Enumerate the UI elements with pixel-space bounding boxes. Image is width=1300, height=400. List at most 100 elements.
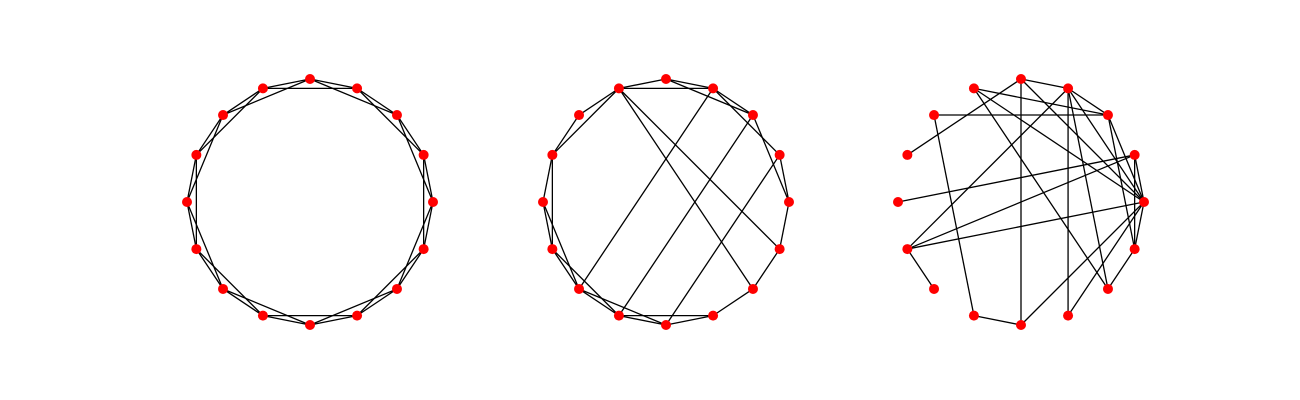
graph-edge (551, 114, 580, 156)
graph-edge (712, 288, 754, 317)
graph-edge (578, 87, 620, 116)
graph-edge (933, 114, 975, 316)
graph-node (661, 74, 671, 84)
graph-edge (186, 201, 224, 290)
graph-edge (309, 78, 358, 89)
graph-panel-3 (893, 74, 1149, 330)
graph-node (968, 83, 979, 94)
graph-node (929, 283, 940, 294)
graph-edge (262, 315, 311, 326)
graph-edge (578, 288, 620, 317)
graph-edge (1134, 154, 1145, 203)
graph-edge (222, 288, 264, 317)
graph-edge (665, 78, 754, 116)
graph-node (929, 110, 940, 121)
graph-node (1063, 83, 1074, 94)
node-group (538, 74, 794, 330)
graph-node (784, 197, 794, 207)
graph-edge (1107, 114, 1136, 250)
graph-edge (712, 87, 781, 156)
graph-edge (396, 201, 434, 290)
graph-edge (542, 201, 580, 290)
graph-edge (396, 114, 425, 156)
edge-group (186, 78, 434, 326)
graph-edge (262, 78, 311, 89)
graph-node (1129, 244, 1140, 255)
graph-edge (542, 201, 553, 250)
graph-node (1102, 110, 1113, 121)
graph-edge (665, 315, 714, 326)
graph-edge (356, 87, 398, 116)
graph-edge (665, 154, 781, 326)
graph-edge (712, 87, 754, 116)
graph-edge (195, 87, 264, 156)
graph-node (902, 149, 913, 160)
graph-edge (356, 248, 425, 317)
graph-edge (186, 114, 224, 203)
graph-node (1063, 310, 1074, 321)
graph-node (352, 310, 363, 321)
graph-edge (222, 87, 264, 116)
graph-node (547, 244, 558, 255)
graph-edge (618, 114, 754, 317)
graph-node (574, 110, 585, 121)
graph-edge (551, 248, 580, 290)
graph-node (774, 244, 785, 255)
graph-node (1139, 197, 1149, 207)
graph-node (1016, 74, 1026, 84)
graph-edge (897, 154, 1135, 203)
graph-edge (356, 288, 398, 317)
graph-node (257, 83, 268, 94)
graph-node (428, 197, 438, 207)
graph-edge (618, 315, 667, 326)
graph-edge (907, 154, 1135, 250)
graph-node (305, 74, 315, 84)
graph-node (547, 149, 558, 160)
graph-edge (618, 87, 781, 250)
graph-panel-2 (538, 74, 794, 330)
graph-edge (551, 87, 620, 156)
graph-edge (186, 201, 197, 250)
graph-node (1016, 320, 1026, 330)
graph-node (257, 310, 268, 321)
graph-node (218, 110, 229, 121)
graph-edge (551, 248, 620, 317)
edge-group (897, 78, 1145, 326)
node-group (182, 74, 438, 330)
node-group (893, 74, 1149, 330)
graph-edge (309, 78, 398, 116)
graph-node (191, 244, 202, 255)
graph-edge (779, 201, 790, 250)
edge-group (542, 78, 790, 326)
graph-node (747, 283, 758, 294)
graph-node (613, 83, 624, 94)
graph-edge (578, 87, 714, 290)
graph-edge (1067, 88, 1109, 290)
graph-node (305, 320, 315, 330)
graph-node (391, 110, 402, 121)
graph-edge (618, 78, 667, 89)
graph-edge (195, 114, 224, 156)
graph-edge (973, 87, 1109, 290)
graph-node (191, 149, 202, 160)
graph-node (352, 83, 363, 94)
graph-edge (1020, 78, 1069, 89)
graph-node (182, 197, 192, 207)
graph-edge (779, 154, 790, 203)
graph-edge (1020, 201, 1145, 326)
graph-edge (186, 154, 197, 203)
graph-edge (578, 288, 667, 326)
graph-node (708, 83, 719, 94)
graph-edge (618, 87, 754, 290)
graph-node (747, 110, 758, 121)
graph-edge (356, 87, 425, 156)
graph-edge (423, 201, 434, 250)
graph-edge (665, 78, 714, 89)
graph-edge (1107, 248, 1136, 290)
graph-node (391, 283, 402, 294)
graph-node (708, 310, 719, 321)
graph-edge (973, 315, 1022, 326)
graph-edge (1020, 78, 1145, 203)
graph-edge (222, 78, 311, 116)
